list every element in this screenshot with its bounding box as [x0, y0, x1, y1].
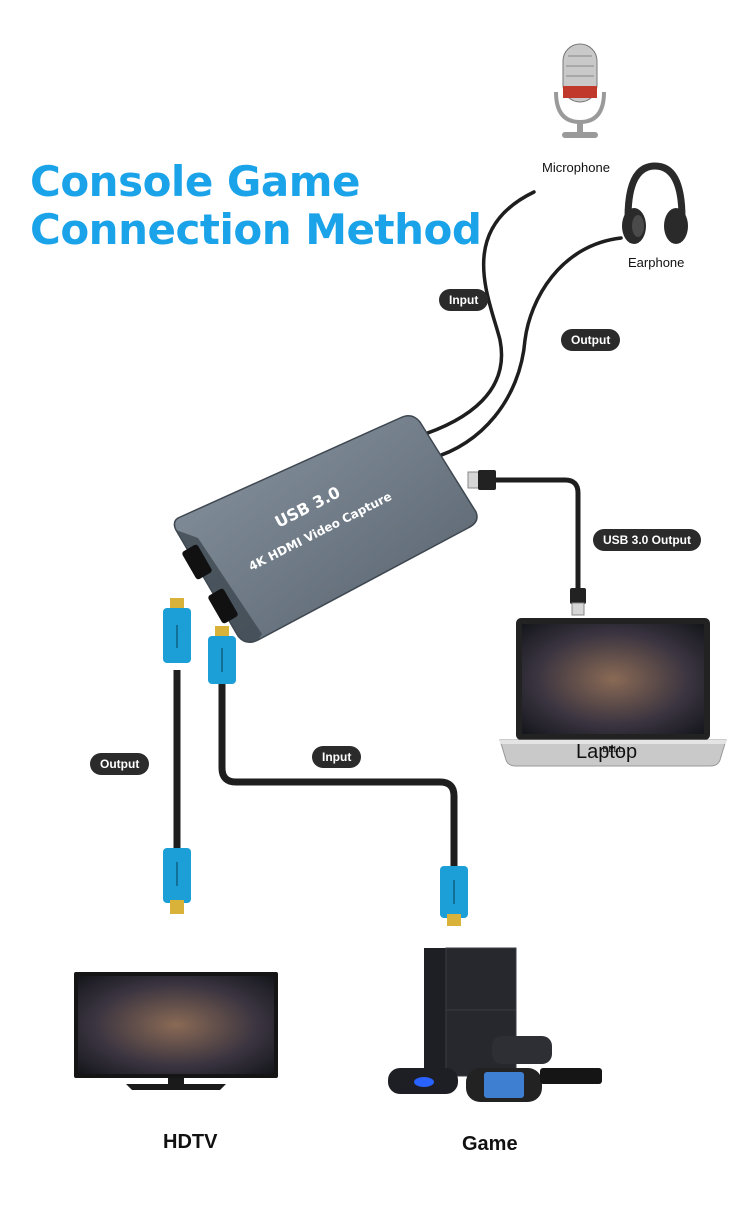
hdmi-cables [173, 670, 458, 870]
microphone-cable [414, 190, 536, 439]
game-console-icon [388, 947, 602, 1102]
usb-connector-bottom-icon [570, 588, 586, 616]
hdmi-plug-input-top-icon [208, 626, 236, 684]
microphone-input-pill: Input [439, 289, 489, 311]
title-line-2: Connection Method [30, 205, 482, 254]
microphone-label: Microphone [542, 160, 610, 175]
earphone-icon [622, 162, 688, 244]
hdmi-plug-output-top-icon [163, 598, 191, 663]
usb-connector-top-icon [467, 470, 496, 490]
title-line-1: Console Game [30, 157, 361, 206]
laptop-brand: DELL [603, 745, 624, 754]
cables [414, 190, 623, 460]
hdmi-input-pill: Input [312, 746, 362, 768]
hdmi-input-cable [218, 680, 458, 870]
hdtv-label: HDTV [163, 1131, 218, 1153]
game-label: Game [462, 1133, 518, 1155]
usb-cable [495, 477, 581, 592]
hdmi-plug-output-bottom-icon [163, 848, 191, 914]
usb-output-pill: USB 3.0 Output [593, 529, 702, 551]
earphone-label: Earphone [628, 255, 685, 270]
hdmi-output-pill: Output [90, 753, 150, 775]
laptop-icon: DELL [499, 618, 727, 767]
laptop-label: Laptop [576, 741, 638, 763]
page-title: Console Game Connection Method [30, 157, 482, 254]
microphone-icon [554, 43, 606, 138]
earphone-cable [430, 236, 623, 460]
hdtv-icon [74, 972, 278, 1090]
hdmi-plug-input-bottom-icon [440, 866, 468, 926]
earphone-output-pill: Output [561, 329, 621, 351]
capture-device: USB 3.0 4K HDMI Video Capture [173, 415, 478, 643]
